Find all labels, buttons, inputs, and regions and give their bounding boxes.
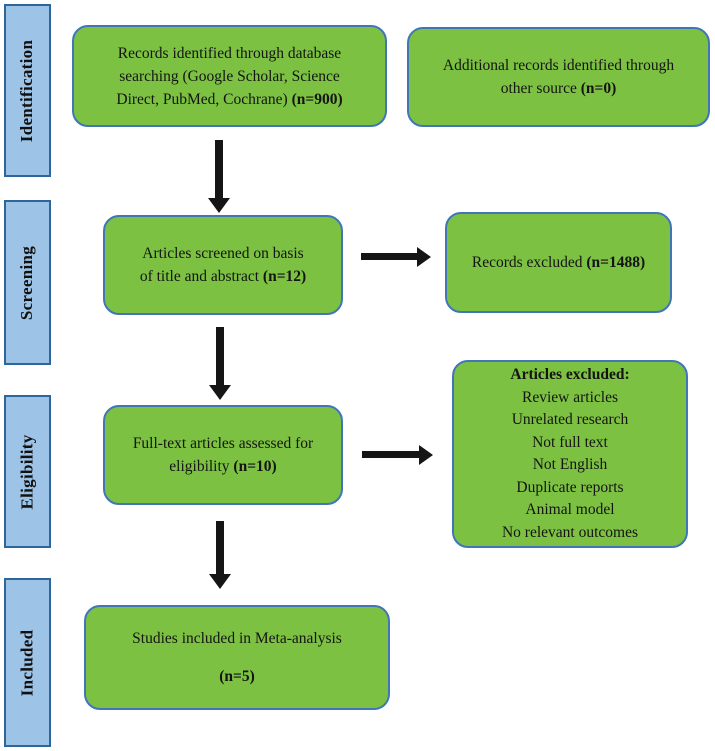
box-text: Articles excluded: Review articles Unrel… [502, 364, 638, 544]
exclusion-heading: Articles excluded: [510, 366, 630, 383]
count-value: (n=0) [580, 80, 617, 97]
box-text: Articles screened on basis of title and … [139, 245, 307, 285]
exclusion-reason: No relevant outcomes [501, 523, 638, 541]
arrow-head [419, 445, 433, 465]
stage-label-text: Screening [17, 245, 37, 320]
count-value: (n=12) [262, 268, 307, 285]
stage-label-included: Included [4, 578, 51, 747]
arrow-right-screening-to-records-excluded [361, 247, 431, 267]
arrow-shaft [362, 451, 421, 458]
exclusion-reason: Animal model [525, 501, 615, 518]
arrow-head [208, 198, 230, 213]
box-text: Full-text articles assessed for eligibil… [132, 435, 314, 475]
exclusion-reason: Unrelated research [511, 411, 629, 428]
arrow-down-screening-to-eligibility [209, 327, 231, 400]
box-records-identified: Records identified through database sear… [72, 25, 387, 127]
arrow-shaft [216, 521, 224, 576]
box-text: Records identified through database sear… [116, 44, 343, 108]
box-studies-included: Studies included in Meta-analysis (n=5) [84, 605, 390, 710]
box-records-excluded: Records excluded (n=1488) [445, 212, 672, 313]
arrow-right-eligibility-to-articles-excluded [362, 445, 433, 465]
box-articles-screened: Articles screened on basis of title and … [103, 215, 343, 315]
stage-label-identification: Identification [4, 4, 51, 177]
count-value: (n=5) [219, 668, 255, 685]
exclusion-reason: Not full text [532, 433, 608, 451]
arrow-down-eligibility-to-included [209, 521, 231, 589]
exclusion-reason: Duplicate reports [516, 478, 624, 496]
arrow-shaft [216, 327, 224, 387]
count-value: (n=900) [291, 90, 343, 108]
box-fulltext-assessed: Full-text articles assessed for eligibil… [103, 405, 343, 505]
count-value: (n=10) [233, 458, 277, 475]
count-value: (n=1488) [586, 254, 646, 271]
box-articles-excluded: Articles excluded: Review articles Unrel… [452, 360, 688, 548]
arrow-head [417, 247, 431, 267]
stage-label-text: Eligibility [17, 433, 37, 510]
arrow-shaft [215, 140, 223, 200]
box-text: Additional records identified through ot… [442, 57, 675, 97]
box-text: Records excluded (n=1488) [471, 254, 646, 271]
arrow-head [209, 385, 231, 400]
stage-label-text: Identification [17, 39, 37, 142]
stage-label-screening: Screening [4, 200, 51, 365]
stage-label-eligibility: Eligibility [4, 395, 51, 548]
arrow-shaft [361, 253, 419, 260]
exclusion-reason: Not English [532, 456, 608, 473]
box-text: Studies included in Meta-analysis [132, 630, 342, 647]
box-additional-records: Additional records identified through ot… [407, 27, 710, 127]
arrow-down-identification-to-screening [208, 140, 230, 213]
stage-label-text: Included [17, 629, 37, 696]
arrow-head [209, 574, 231, 589]
exclusion-reason: Review articles [522, 388, 618, 406]
